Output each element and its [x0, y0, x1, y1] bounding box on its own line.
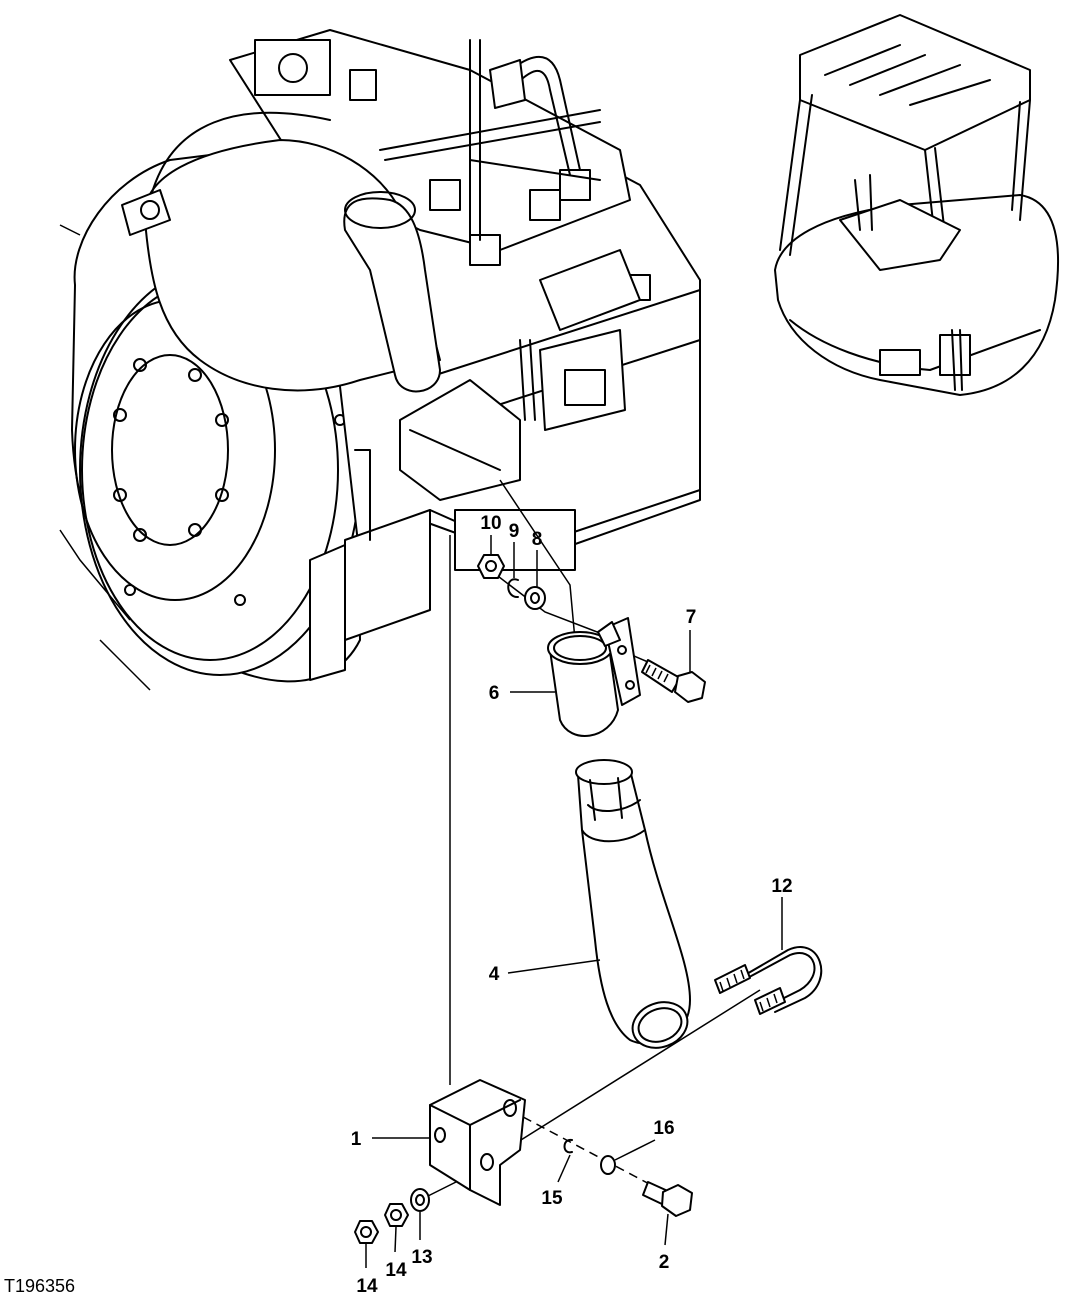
nut-lower-b — [354, 1220, 379, 1244]
clamp-bolt — [641, 659, 706, 703]
leader-2 — [664, 1213, 669, 1246]
assembly-line-pipe — [499, 479, 576, 641]
callout-2: 2 — [659, 1252, 670, 1273]
washer-lower — [410, 1188, 430, 1212]
leader-14a — [394, 1226, 397, 1253]
callout-16: 16 — [653, 1118, 674, 1139]
assembly-line-washers-upper — [489, 569, 606, 636]
callout-10: 10 — [480, 513, 501, 534]
figure-id: T196356 — [4, 1276, 75, 1296]
clamp — [547, 617, 641, 737]
washer-bolt — [600, 1155, 616, 1175]
lock-washer-lower — [563, 1138, 573, 1154]
bolt-lower — [642, 1181, 693, 1217]
assembly-line-bolt2 — [509, 1109, 671, 1196]
leader-15 — [557, 1154, 571, 1183]
lock-washer-upper — [507, 578, 519, 599]
callout-15: 15 — [541, 1188, 563, 1209]
callout-12: 12 — [771, 876, 792, 897]
mini-excavator-locator-icon — [774, 14, 1059, 396]
engine-assembly-icon — [59, 29, 701, 691]
callout-1: 1 — [351, 1129, 362, 1150]
tail-pipe — [575, 759, 691, 1049]
callout-14a: 14 — [385, 1260, 407, 1281]
callout-4: 4 — [489, 964, 500, 985]
callout-8: 8 — [532, 529, 543, 550]
leader-4 — [507, 959, 601, 974]
assembly-line-ubolt — [504, 989, 761, 1151]
callout-6: 6 — [489, 683, 500, 704]
callout-7: 7 — [686, 607, 697, 628]
callout-14b: 14 — [356, 1276, 378, 1297]
nut-upper — [477, 554, 505, 579]
callout-13: 13 — [411, 1247, 432, 1268]
nut-lower-a — [384, 1203, 409, 1227]
bracket — [429, 1079, 526, 1206]
leader-16 — [614, 1139, 656, 1161]
washer-upper — [524, 586, 546, 610]
callout-9: 9 — [509, 521, 520, 542]
u-bolt — [714, 946, 823, 1015]
